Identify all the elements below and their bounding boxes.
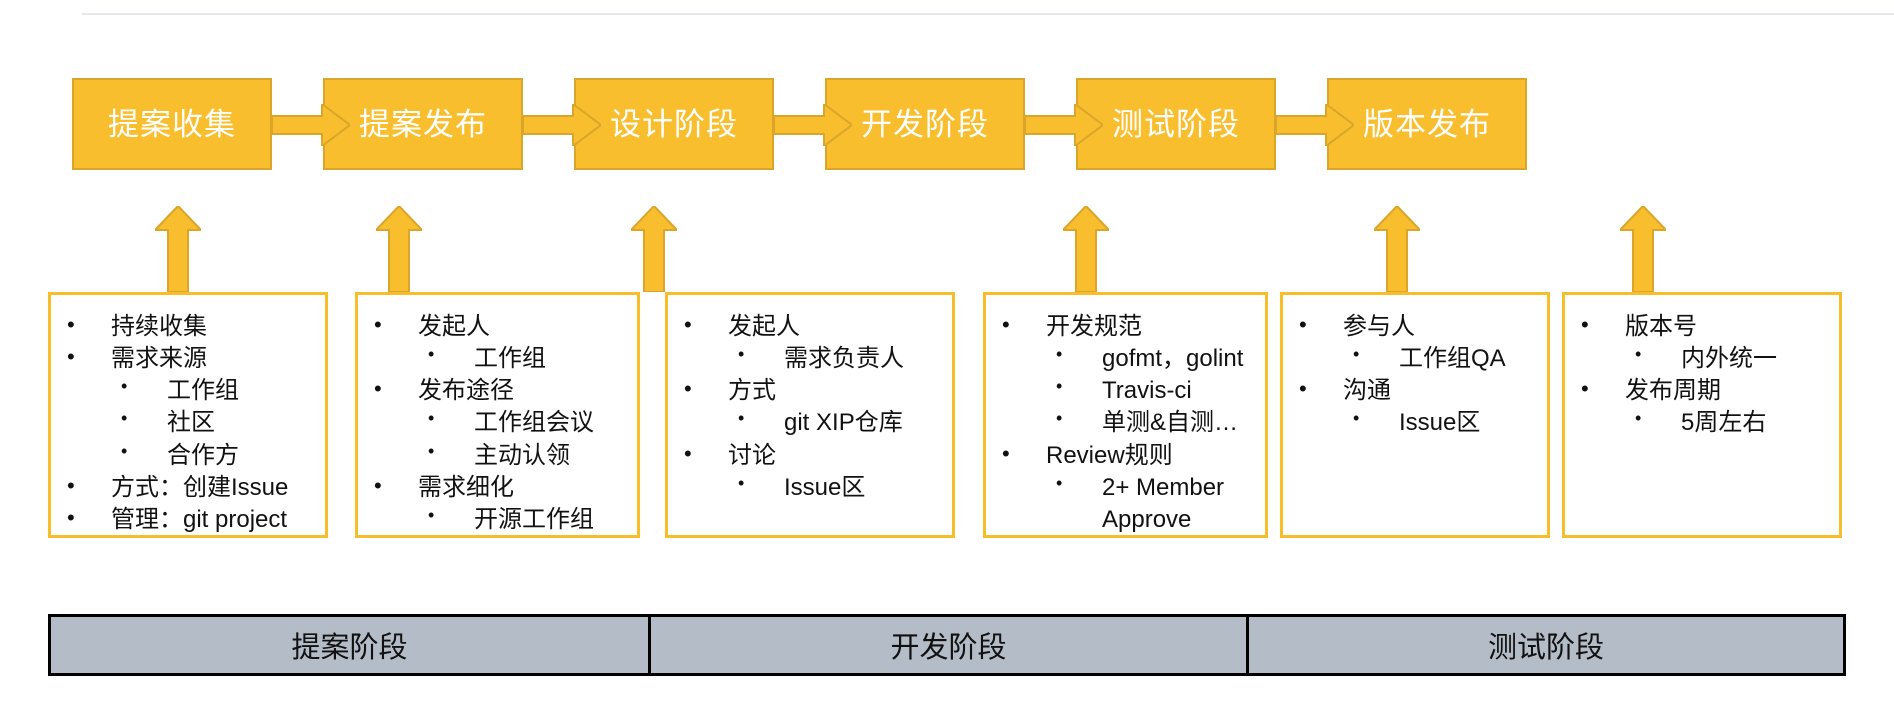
- stage-box-4-label: 开发阶段: [861, 106, 989, 142]
- detail-item: 管理：git project: [59, 503, 317, 535]
- detail-item: 工作组: [59, 374, 317, 407]
- detail-item: gofmt，golint: [994, 342, 1257, 375]
- stage-box-4[interactable]: 开发阶段: [825, 78, 1025, 170]
- detail-item: 工作组QA: [1291, 342, 1539, 375]
- detail-item: 发布周期: [1573, 374, 1831, 407]
- detail-item: 发起人: [366, 310, 629, 343]
- detail-item: 工作组会议: [366, 406, 629, 439]
- detail-box-4[interactable]: 开发规范gofmt，golintTravis-ci单测&自测…Review规则2…: [983, 292, 1268, 538]
- detail-item: 发起人: [676, 310, 944, 343]
- detail-item: 方式: [676, 374, 944, 407]
- uplink-arrow-5: [1374, 206, 1420, 292]
- detail-item: 讨论: [676, 439, 944, 472]
- detail-list-2: 发起人工作组发布途径工作组会议主动认领需求细化开源工作组: [366, 310, 629, 535]
- detail-list-5: 参与人工作组QA沟通Issue区: [1291, 310, 1539, 440]
- uplink-arrow-6: [1620, 206, 1666, 292]
- detail-box-5[interactable]: 参与人工作组QA沟通Issue区: [1280, 292, 1550, 538]
- detail-item: 开源工作组: [366, 503, 629, 535]
- detail-item: 参与人: [1291, 310, 1539, 343]
- detail-box-1[interactable]: 持续收集需求来源工作组社区合作方方式：创建Issue管理：git project: [48, 292, 328, 538]
- flow-arrow-right-3: [774, 104, 852, 146]
- detail-box-3[interactable]: 发起人需求负责人方式git XIP仓库讨论Issue区: [665, 292, 955, 538]
- detail-item: Review规则: [994, 439, 1257, 472]
- stage-box-5[interactable]: 测试阶段: [1076, 78, 1276, 170]
- stage-box-3-label: 设计阶段: [610, 106, 738, 142]
- detail-item: 版本号: [1573, 310, 1831, 343]
- uplink-arrow-4: [1063, 206, 1109, 292]
- detail-item: 单测&自测…: [994, 406, 1257, 439]
- phase-cell-3[interactable]: 测试阶段: [1249, 617, 1843, 673]
- stage-box-3[interactable]: 设计阶段: [574, 78, 774, 170]
- phase-bar: 提案阶段 开发阶段 测试阶段: [48, 614, 1846, 676]
- stage-box-2[interactable]: 提案发布: [323, 78, 523, 170]
- detail-item: Issue区: [676, 471, 944, 504]
- flow-arrow-right-5: [1276, 104, 1354, 146]
- phase-cell-2-label: 开发阶段: [890, 632, 1007, 664]
- uplink-arrow-1: [155, 206, 201, 292]
- flow-arrow-right-1: [272, 104, 350, 146]
- stage-box-1[interactable]: 提案收集: [72, 78, 272, 170]
- detail-item: 发布途径: [366, 374, 629, 407]
- detail-item: 方式：创建Issue: [59, 471, 317, 504]
- flow-arrow-right-2: [523, 104, 601, 146]
- detail-item: git XIP仓库: [676, 406, 944, 439]
- detail-list-3: 发起人需求负责人方式git XIP仓库讨论Issue区: [676, 310, 944, 504]
- detail-item: 5周左右: [1573, 406, 1831, 439]
- detail-item: 工作组: [366, 342, 629, 375]
- detail-item: Travis-ci: [994, 374, 1257, 407]
- phase-cell-3-label: 测试阶段: [1487, 632, 1604, 664]
- phase-cell-2[interactable]: 开发阶段: [651, 617, 1249, 673]
- uplink-arrow-2: [376, 206, 422, 292]
- detail-item: 沟通: [1291, 374, 1539, 407]
- detail-list-4: 开发规范gofmt，golintTravis-ci单测&自测…Review规则2…: [994, 310, 1257, 535]
- header-divider-line: [82, 13, 1894, 15]
- detail-item: 需求细化: [366, 471, 629, 504]
- phase-cell-1-label: 提案阶段: [291, 632, 408, 664]
- detail-item: 需求负责人: [676, 342, 944, 375]
- detail-box-2[interactable]: 发起人工作组发布途径工作组会议主动认领需求细化开源工作组: [355, 292, 640, 538]
- detail-item: 2+ Member: [994, 471, 1257, 504]
- detail-item: 主动认领: [366, 439, 629, 472]
- uplink-arrow-3: [631, 206, 677, 292]
- detail-item: Issue区: [1291, 406, 1539, 439]
- detail-box-6[interactable]: 版本号内外统一发布周期5周左右: [1562, 292, 1842, 538]
- detail-item: 社区: [59, 406, 317, 439]
- detail-list-6: 版本号内外统一发布周期5周左右: [1573, 310, 1831, 440]
- detail-item: 合作方: [59, 439, 317, 472]
- detail-item: 持续收集: [59, 310, 317, 343]
- stage-box-6[interactable]: 版本发布: [1327, 78, 1527, 170]
- phase-cell-1[interactable]: 提案阶段: [51, 617, 651, 673]
- detail-item: 内外统一: [1573, 342, 1831, 375]
- stage-box-2-label: 提案发布: [359, 106, 487, 142]
- flow-arrow-right-4: [1025, 104, 1103, 146]
- detail-item: 开发规范: [994, 310, 1257, 343]
- detail-item: Approve: [1102, 505, 1192, 533]
- detail-list-1: 持续收集需求来源工作组社区合作方方式：创建Issue管理：git project: [59, 310, 317, 535]
- stage-box-6-label: 版本发布: [1363, 106, 1491, 142]
- detail-item: 需求来源: [59, 342, 317, 375]
- stage-box-1-label: 提案收集: [108, 106, 236, 142]
- stage-box-5-label: 测试阶段: [1112, 106, 1240, 142]
